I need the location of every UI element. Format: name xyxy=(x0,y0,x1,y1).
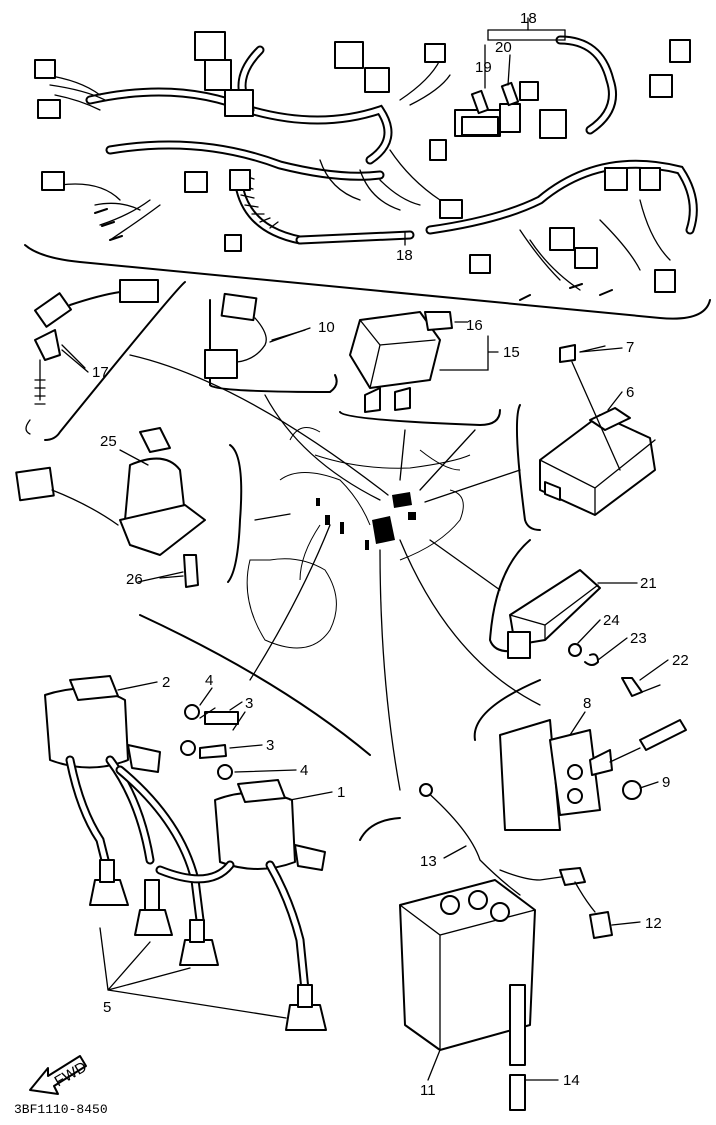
neutral-switch-group xyxy=(25,279,186,441)
callout-12: 12 xyxy=(645,915,662,932)
callout-10: 10 xyxy=(318,319,335,336)
callout-7: 7 xyxy=(626,339,634,356)
callout-21: 21 xyxy=(640,575,657,592)
drawing-code: 3BF1110-8450 xyxy=(14,1102,108,1117)
callout-labels: 18 19 20 18 17 10 16 15 7 6 25 26 21 24 … xyxy=(61,10,689,1099)
callout-18-bottom: 18 xyxy=(396,247,413,264)
main-switch-group xyxy=(15,427,243,588)
callout-4-bottom: 4 xyxy=(300,762,308,779)
callout-22: 22 xyxy=(672,652,689,669)
callout-20: 20 xyxy=(495,39,512,56)
callout-11: 11 xyxy=(420,1082,436,1099)
fwd-arrow: FWD xyxy=(29,1055,90,1095)
callout-16: 16 xyxy=(466,317,483,334)
callout-3-bottom: 3 xyxy=(266,737,274,754)
callout-5: 5 xyxy=(103,999,111,1016)
leader-lines xyxy=(129,354,541,791)
callout-4-top: 4 xyxy=(205,672,213,689)
callout-9: 9 xyxy=(662,774,670,791)
callout-6: 6 xyxy=(626,384,634,401)
callout-24: 24 xyxy=(603,612,620,629)
callout-25: 25 xyxy=(100,433,117,450)
relay-group xyxy=(204,292,338,393)
wire-harness xyxy=(24,17,711,320)
callout-2: 2 xyxy=(162,674,170,691)
ignition-coil-group xyxy=(44,614,371,1031)
callout-13: 13 xyxy=(420,853,437,870)
callout-14: 14 xyxy=(563,1072,580,1089)
horn-group xyxy=(473,679,687,831)
callout-19: 19 xyxy=(475,59,492,76)
flasher-relay-group xyxy=(339,311,501,426)
callout-1: 1 xyxy=(337,784,345,801)
callout-3-top: 3 xyxy=(245,695,253,712)
callout-18-top: 18 xyxy=(520,10,537,27)
callout-23: 23 xyxy=(630,630,647,647)
callout-17: 17 xyxy=(92,364,109,381)
motorcycle-outline xyxy=(246,427,471,649)
callout-15: 15 xyxy=(503,344,520,361)
callout-26: 26 xyxy=(126,571,143,588)
callout-8: 8 xyxy=(583,695,591,712)
cdi-unit-group xyxy=(515,344,656,531)
rectifier-group xyxy=(489,539,661,697)
battery-group xyxy=(359,783,613,1111)
